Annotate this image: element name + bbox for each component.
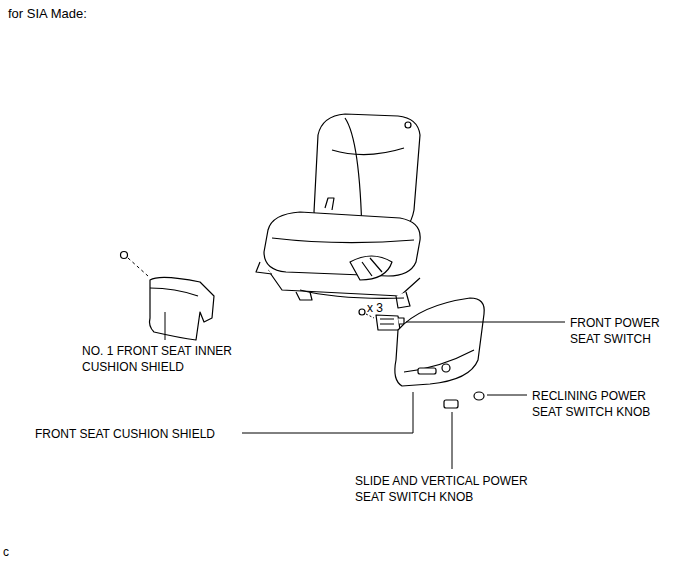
part-label: NO. 1 FRONT SEAT INNER CUSHION SHIELD [82, 343, 247, 375]
reclining-knob [474, 392, 484, 400]
power-seat-switch [376, 315, 400, 330]
cushion-shield [395, 298, 484, 386]
part-label: FRONT SEAT CUSHION SHIELD [35, 426, 215, 442]
page-title: for SIA Made: [8, 6, 87, 22]
figure-code: c [3, 544, 9, 560]
seat-cushion [264, 212, 420, 276]
quantity-label: x 3 [367, 300, 383, 316]
inner-cushion-shield [150, 277, 215, 340]
part-label: FRONT POWER SEAT SWITCH [570, 315, 665, 347]
slide-knob [444, 400, 458, 408]
part-label: SLIDE AND VERTICAL POWER SEAT SWITCH KNO… [355, 473, 540, 505]
part-label: RECLINING POWER SEAT SWITCH KNOB [532, 388, 662, 420]
